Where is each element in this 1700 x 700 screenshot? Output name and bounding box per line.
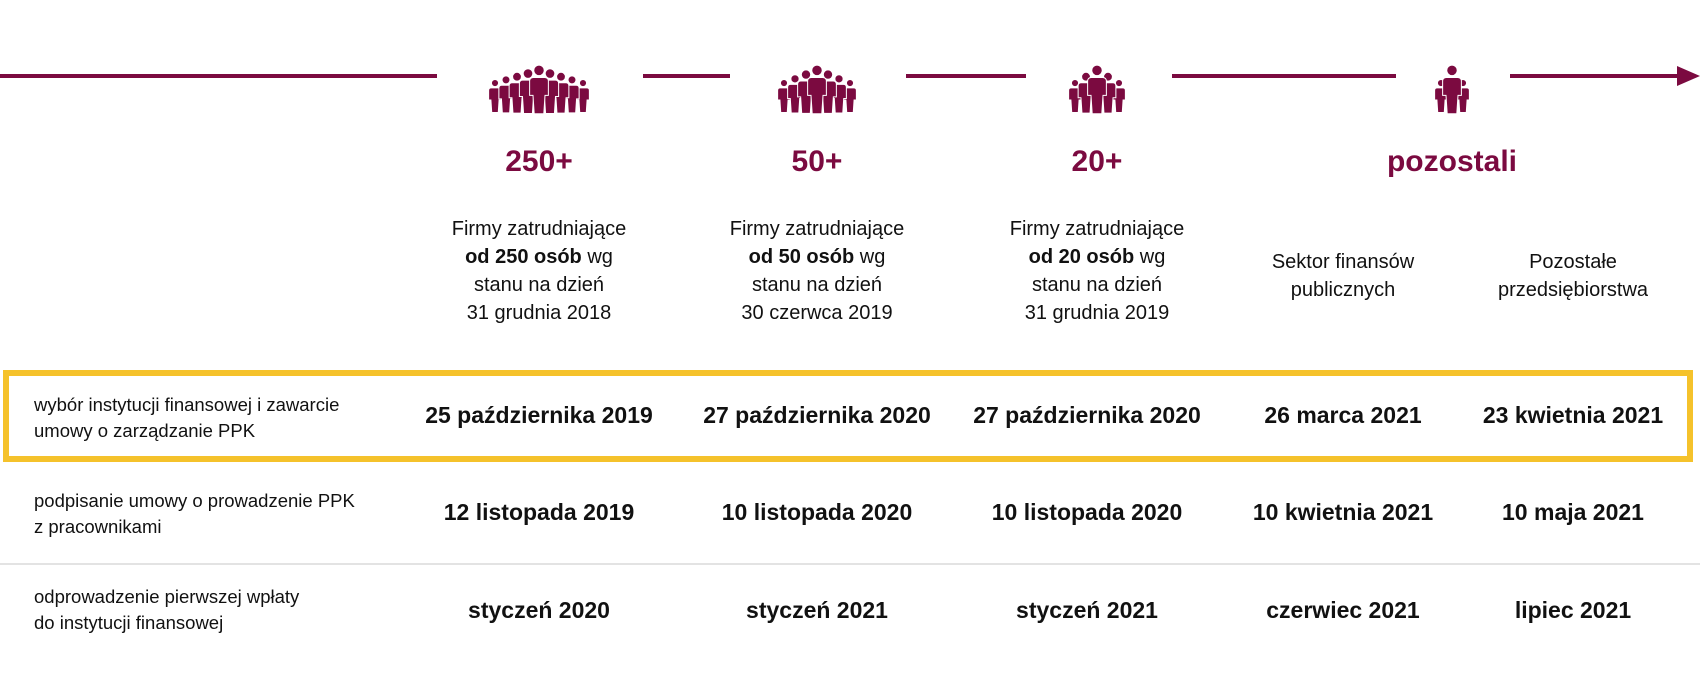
cell-r2-c5: 10 maja 2021	[1502, 499, 1644, 525]
cell-r1-c2: 27 października 2020	[703, 402, 931, 428]
cell-r2-c4: 10 kwietnia 2021	[1252, 499, 1434, 525]
person-icon	[529, 64, 549, 115]
row-label-podpisanie: podpisanie umowy o prowadzenie PPK z pra…	[34, 490, 355, 537]
group-label-50: 50+	[791, 145, 843, 178]
cell-r3-c2: styczeń 2021	[746, 597, 888, 623]
cell-r1-c5: 23 kwietnia 2021	[1482, 402, 1664, 428]
crowd-icon-20	[1068, 64, 1126, 115]
highlight-box	[3, 370, 1693, 462]
crowd-icon-50	[777, 64, 857, 115]
cell-r2-c1: 12 listopada 2019	[443, 499, 635, 525]
subgroup-desc-other: Pozostałe przedsiębiorstwa	[1497, 251, 1649, 301]
group-label-pozostali: pozostali	[1386, 145, 1517, 178]
cell-r1-c4: 26 marca 2021	[1264, 402, 1422, 428]
timeline	[0, 64, 1700, 115]
row-divider	[0, 563, 1700, 565]
cell-r3-c1: styczeń 2020	[468, 597, 610, 623]
group-desc-250: Firmy zatrudniające od 250 osób wg stanu…	[451, 218, 627, 324]
subgroup-desc-public: Sektor finansów publicznych	[1271, 251, 1415, 301]
cell-r1-c3: 27 października 2020	[973, 402, 1201, 428]
row-label-wybor: wybór instytucji finansowej i zawarcie u…	[34, 394, 340, 441]
cell-r2-c2: 10 listopada 2020	[721, 499, 913, 525]
cell-r3-c5: lipiec 2021	[1514, 597, 1632, 623]
group-desc-50: Firmy zatrudniające od 50 osób wg stanu …	[729, 218, 905, 324]
crowd-icon-250	[488, 64, 590, 115]
cell-r3-c3: styczeń 2021	[1016, 597, 1158, 623]
cell-r2-c3: 10 listopada 2020	[991, 499, 1183, 525]
row-label-odprowadzenie: odprowadzenie pierwszej wpłaty do instyt…	[34, 586, 300, 633]
cell-r3-c4: czerwiec 2021	[1266, 597, 1420, 623]
group-label-20: 20+	[1071, 145, 1123, 178]
person-icon	[1442, 64, 1462, 115]
group-desc-20: Firmy zatrudniające od 20 osób wg stanu …	[1009, 218, 1185, 324]
group-label-250: 250+	[505, 145, 573, 178]
cell-r1-c1: 25 października 2019	[425, 402, 653, 428]
person-icon	[807, 64, 827, 115]
person-icon	[576, 78, 590, 114]
person-icon	[1087, 64, 1107, 115]
timeline-arrow-icon	[1677, 66, 1700, 86]
crowd-icon-pozostali	[1434, 64, 1470, 115]
